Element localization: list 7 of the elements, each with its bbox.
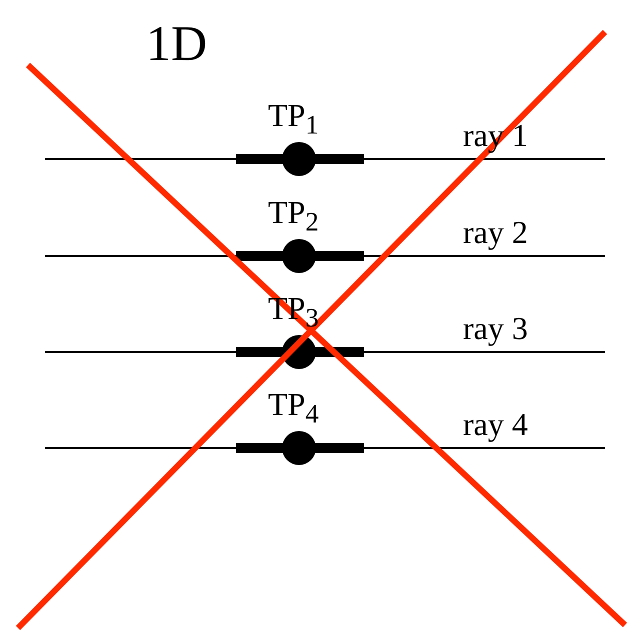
ray-label: ray 4 [463,408,528,440]
test-point-label: TP$_{4}$ [268,388,319,428]
title: 1D [146,18,208,68]
test-point-label: TP$_{2}$ [268,196,319,236]
ray-label: ray 3 [463,312,528,344]
ray-label: ray 2 [463,216,528,248]
test-point-label: TP$_{1}$ [268,99,319,138]
